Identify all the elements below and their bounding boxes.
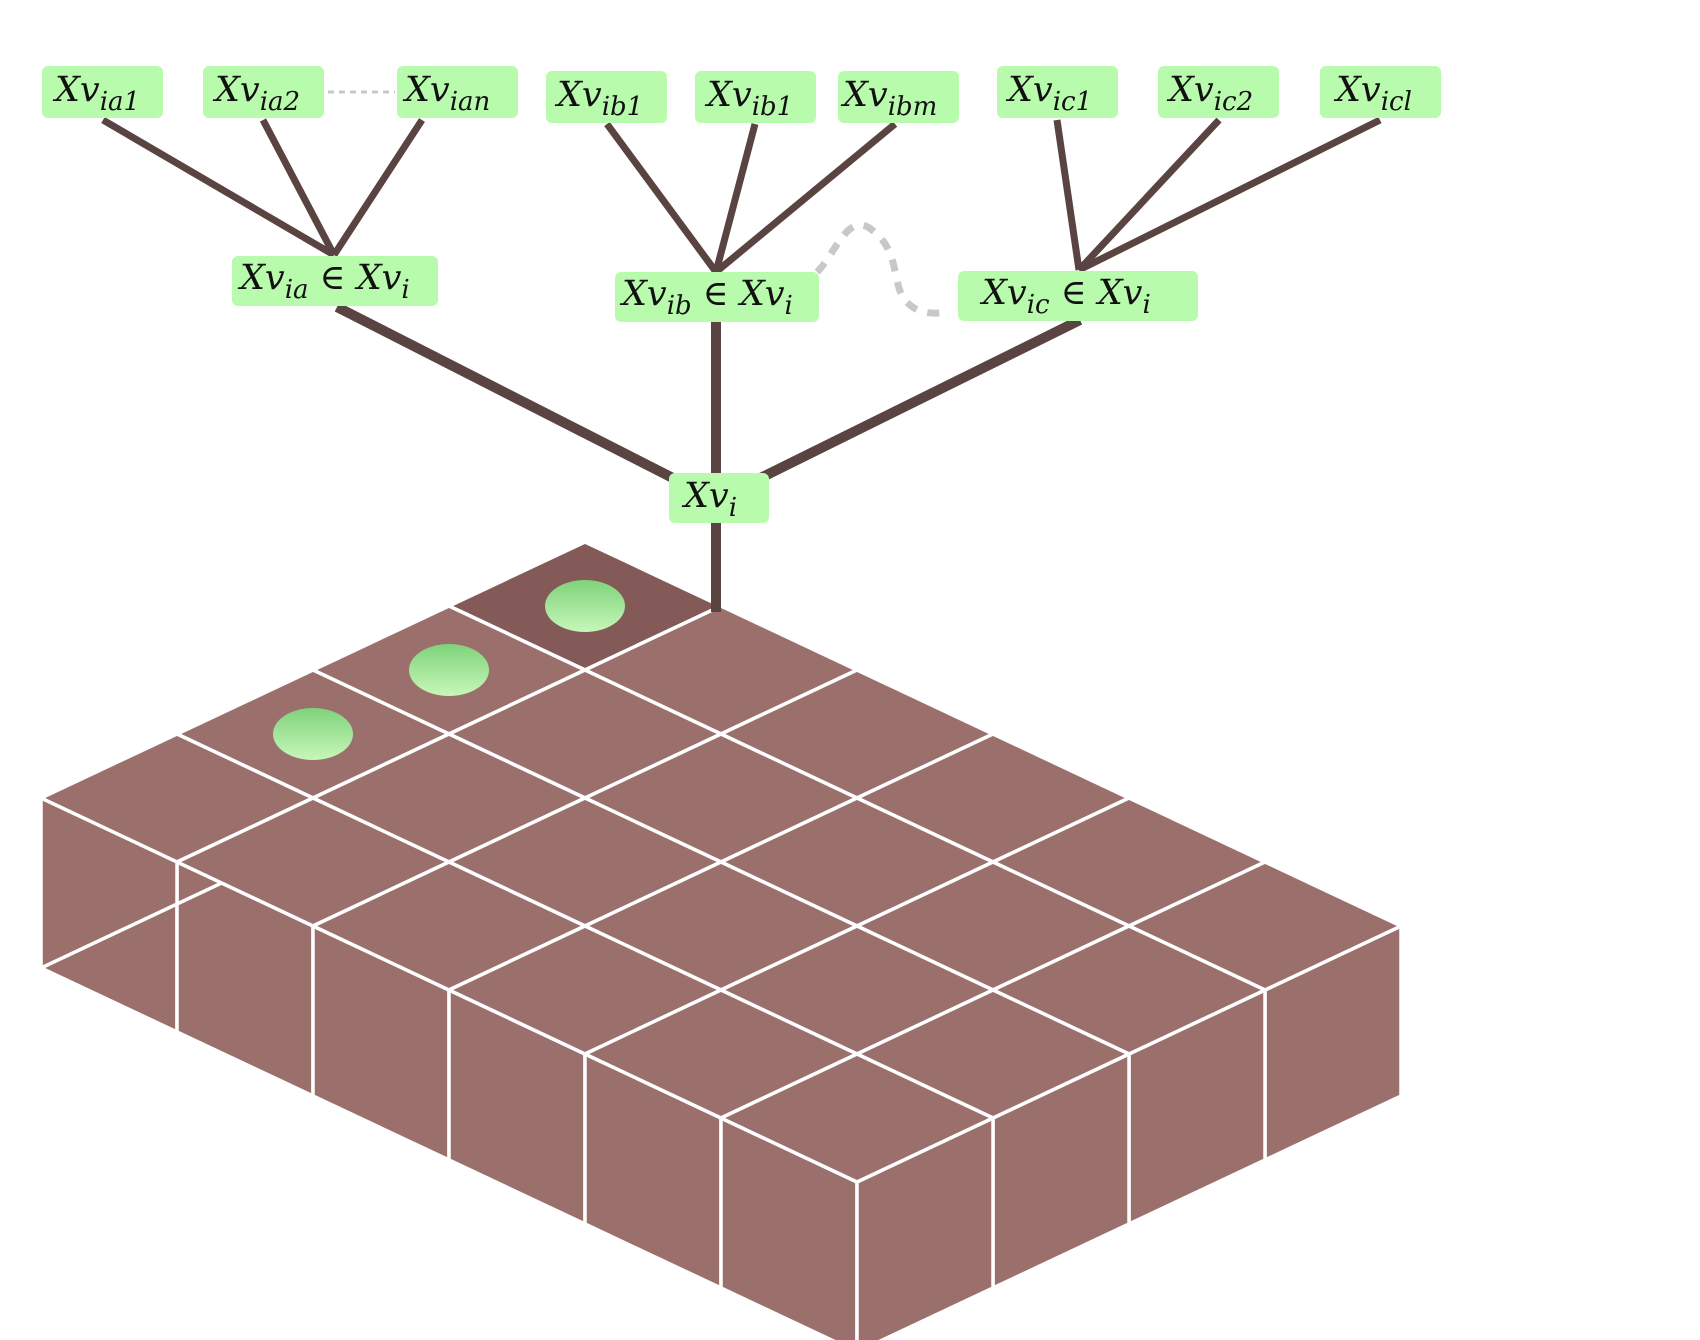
leaf-node-b1: Xvib1 [546,71,667,123]
leaf-node-c1: Xvic1 [997,66,1118,118]
group-node-a-suffix: ∈ Xv [309,258,402,298]
leaf-node-b3: Xvibm [838,71,959,123]
leaf-b3-base: Xv [840,75,888,115]
edge-root-a [334,302,719,505]
leaf-c3-sub: icl [1381,87,1412,117]
svg-text:Xvibm: Xvibm [840,75,937,122]
svg-text:Xvic2: Xvic2 [1166,70,1253,117]
leaf-c3-base: Xv [1333,70,1381,110]
edge-b3 [713,121,898,275]
svg-text:Xvi: Xvi [681,476,737,523]
grid-top-faces [39,540,1403,1184]
edge-a2 [259,118,338,257]
leaf-b2-base: Xv [704,75,752,115]
leaf-c1-base: Xv [1005,70,1053,110]
leaf-a2-sub: ia2 [260,87,300,117]
group-node-c-suffix-sub: i [1142,290,1150,320]
edge-root-c [713,315,1083,505]
root-node-sub: i [729,493,737,523]
leaf-node-a2: Xvia2 [203,66,324,118]
svg-text:Xvib1: Xvib1 [554,75,643,122]
grid-cell-marker [409,644,489,696]
edge-c3 [1077,116,1382,274]
leaf-c2-base: Xv [1166,70,1214,110]
grid-cell-marker [273,708,353,760]
svg-text:Xvia2: Xvia2 [212,70,300,117]
group-node-a: Xvia ∈ Xvi [232,256,438,306]
svg-text:Xvia ∈ Xvi: Xvia ∈ Xvi [237,258,410,305]
tree-nodes: Xvi Xvia ∈ Xvi Xvib ∈ Xvi Xvic ∈ Xvi Xvi… [42,66,1441,523]
grid-cell-marker [545,580,625,632]
group-node-c-base: Xv [979,273,1027,313]
svg-text:Xvian: Xvian [402,70,490,117]
group-b-c-dashed-link [814,221,949,317]
isometric-grid [39,540,1403,1340]
svg-text:Xvic ∈ Xvi: Xvic ∈ Xvi [979,273,1151,320]
root-node-base: Xv [681,476,729,516]
svg-text:Xvicl: Xvicl [1333,70,1412,117]
svg-text:Xvib1: Xvib1 [704,75,793,122]
root-node: Xvi [669,473,769,523]
leaf-b2-sub: ib1 [752,92,794,122]
group-node-b: Xvib ∈ Xvi [615,272,819,322]
tree-edges [101,116,1382,612]
group-node-b-suffix: ∈ Xv [692,274,785,314]
leaf-node-c3: Xvicl [1320,66,1441,118]
leaf-c1-sub: ic1 [1053,87,1092,117]
leaf-b1-sub: ib1 [602,92,644,122]
grid-cell [719,1052,995,1184]
leaf-node-c2: Xvic2 [1158,66,1279,118]
leaf-node-a1: Xvia1 [42,66,163,118]
leaf-a1-base: Xv [52,70,100,110]
svg-text:Xvic1: Xvic1 [1005,70,1092,117]
group-node-c-sub: ic [1027,290,1050,320]
grid-markers [273,580,625,760]
svg-text:Xvia1: Xvia1 [52,70,140,117]
leaf-b1-base: Xv [554,75,602,115]
edge-c2 [1076,117,1222,273]
edge-b1 [604,121,719,275]
leaf-b3-sub: ibm [888,92,938,122]
edge-b2 [712,123,759,273]
leaf-a2-base: Xv [212,70,260,110]
group-node-c-suffix: ∈ Xv [1050,273,1143,313]
group-node-a-base: Xv [237,258,285,298]
leaf-a1-sub: ia1 [100,87,140,117]
leaf-a3-base: Xv [402,70,450,110]
leaf-c2-sub: ic2 [1214,87,1253,117]
group-node-a-sub: ia [285,275,309,305]
edge-a1 [101,116,336,259]
svg-text:Xvib ∈ Xvi: Xvib ∈ Xvi [619,274,793,321]
edge-c1 [1053,119,1083,271]
leaf-node-a3: Xvian [397,66,518,118]
group-node-b-base: Xv [619,274,667,314]
group-node-b-sub: ib [667,291,692,321]
leaf-node-b2: Xvib1 [695,71,816,123]
group-node-c: Xvic ∈ Xvi [958,271,1198,321]
group-node-b-suffix-sub: i [785,291,793,321]
edge-a3 [331,118,425,257]
leaf-a3-sub: ian [450,87,491,117]
group-node-a-suffix-sub: i [401,275,409,305]
